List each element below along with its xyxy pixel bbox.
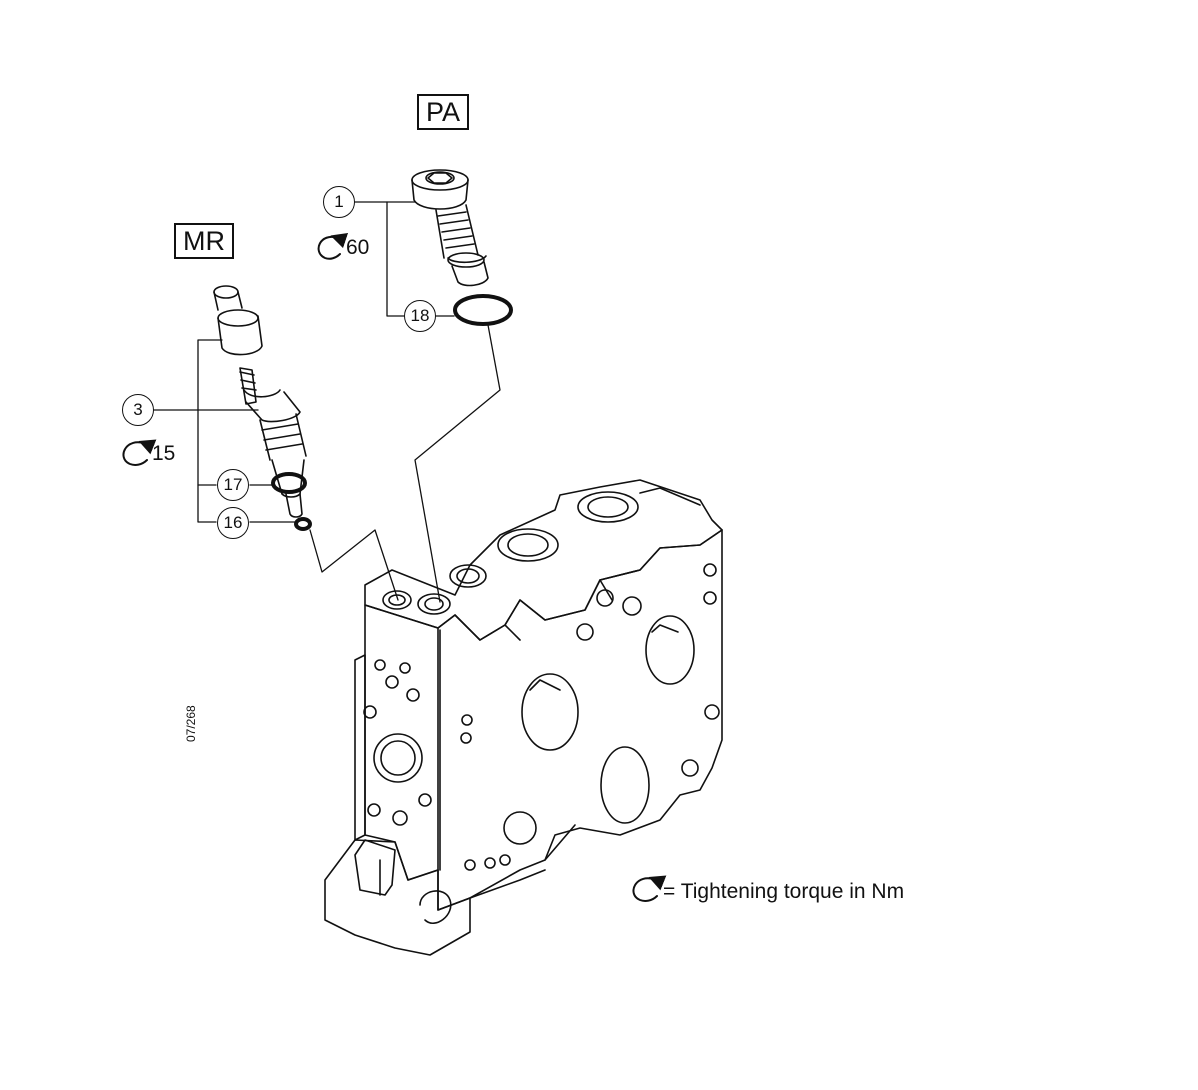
callout-1: 1 [323, 186, 355, 218]
valve-housing [324, 479, 723, 956]
plug-1 [411, 169, 489, 287]
leader-lines [153, 201, 501, 603]
torque-value-mr: 15 [152, 442, 176, 465]
o-ring-16 [294, 517, 312, 531]
housing-holes [363, 563, 720, 871]
housing-side-face [437, 529, 723, 911]
torque-arrow-15 [122, 439, 157, 466]
o-ring-18 [453, 294, 513, 326]
torque-arrow-60 [317, 232, 349, 260]
relief-valve-3 [213, 285, 307, 518]
label-mr: MR [174, 223, 234, 259]
callout-18: 18 [404, 300, 436, 332]
housing-ports [382, 487, 701, 615]
torque-legend: = Tightening torque in Nm [663, 880, 905, 903]
drawing-reference: 07/268 [184, 705, 198, 742]
callout-3: 3 [122, 394, 154, 426]
callout-16: 16 [217, 507, 249, 539]
torque-arrow-legend [632, 875, 667, 902]
housing-front-face [364, 604, 439, 881]
callout-17: 17 [217, 469, 249, 501]
label-pa: PA [417, 94, 470, 130]
torque-value-pa: 60 [346, 236, 370, 259]
housing-flange [354, 654, 366, 841]
o-ring-17 [271, 472, 307, 494]
